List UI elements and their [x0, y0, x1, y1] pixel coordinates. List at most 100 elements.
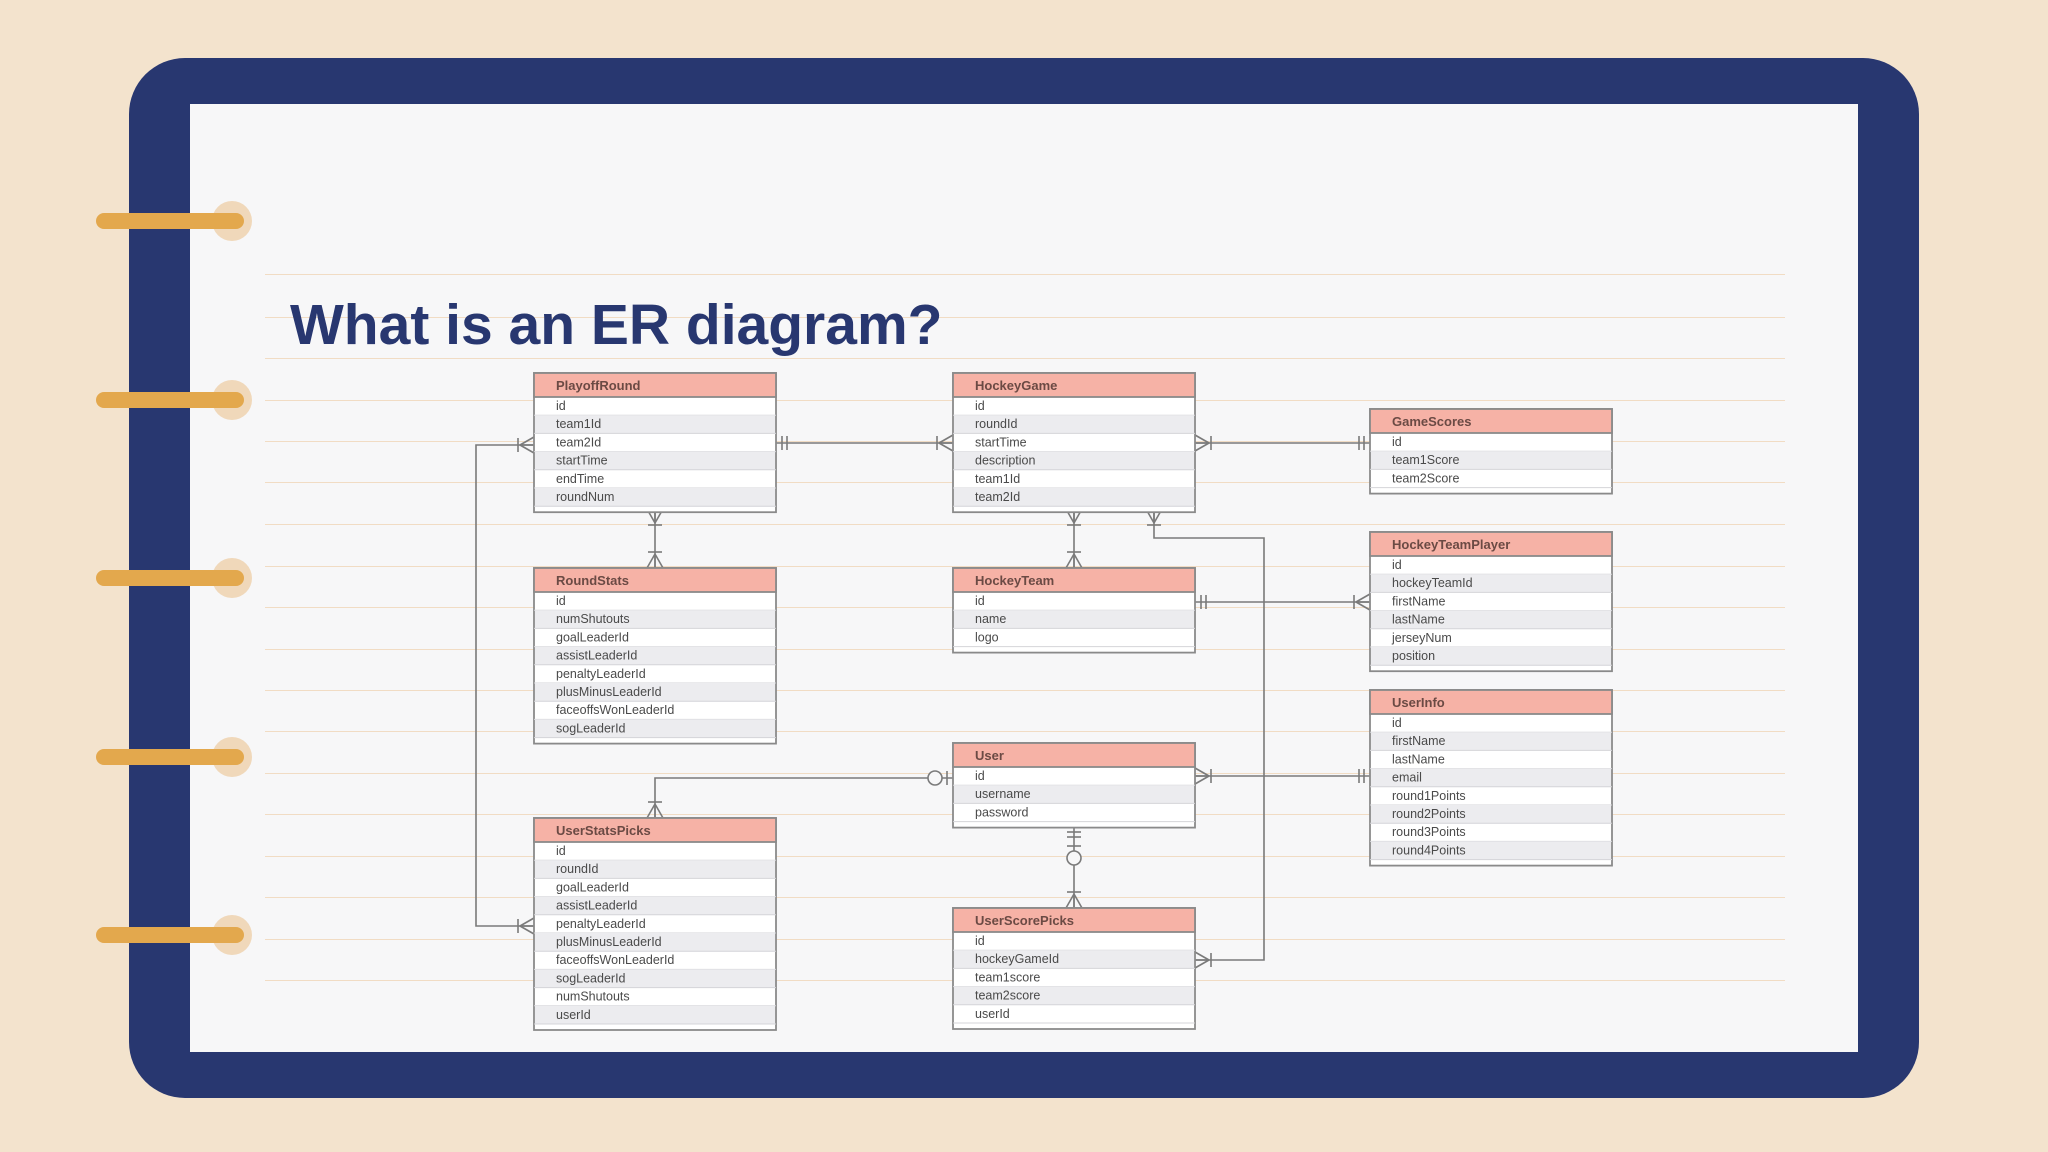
cardinality-mark	[646, 553, 656, 569]
field-row-stripe	[1371, 841, 1611, 860]
field-row-stripe	[535, 610, 775, 629]
ring-bar	[96, 570, 244, 586]
entity-field: id	[1392, 716, 1402, 730]
entity-field: lastName	[1392, 752, 1445, 766]
page-rule-line	[265, 731, 1785, 732]
entity-field: round2Points	[1392, 807, 1466, 821]
entity-field: hockeyGameId	[975, 952, 1059, 966]
field-row-stripe	[1371, 574, 1611, 593]
entity-field: id	[556, 399, 566, 413]
page-rule-line	[265, 358, 1785, 359]
entity-name: RoundStats	[556, 573, 629, 588]
cardinality-mark	[1073, 893, 1083, 909]
entity-field: team2Id	[556, 435, 601, 449]
cardinality-mark	[519, 444, 535, 454]
cardinality-mark	[938, 442, 954, 452]
entity-field: startTime	[556, 454, 608, 468]
entity-field: userId	[556, 1008, 591, 1022]
ring-bar	[96, 927, 244, 943]
page-rule-line	[265, 274, 1785, 275]
entity-field: roundId	[975, 417, 1017, 431]
cardinality-mark	[1194, 442, 1210, 452]
ring-bar	[96, 213, 244, 229]
cardinality-mark	[1194, 959, 1210, 969]
field-row-stripe	[954, 785, 1194, 804]
entity-field: round4Points	[1392, 843, 1466, 857]
entity-field: team1Id	[975, 472, 1020, 486]
entity-header	[1369, 408, 1613, 434]
field-row-stripe	[1371, 610, 1611, 629]
entity-field: id	[1392, 435, 1402, 449]
entity-playoffround: PlayoffRound id team1Id team2Id startTime end…	[533, 372, 777, 514]
entity-field: goalLeaderId	[556, 880, 629, 894]
entity-field: password	[975, 805, 1029, 819]
entity-header	[952, 907, 1196, 933]
entity-field: id	[556, 844, 566, 858]
ring-bar	[96, 749, 244, 765]
field-row-stripe	[954, 950, 1194, 969]
entity-field: sogLeaderId	[556, 721, 626, 735]
field-row-stripe	[1371, 768, 1611, 787]
entity-field: description	[975, 454, 1035, 468]
entity-field: lastName	[1392, 613, 1445, 627]
entity-field: plusMinusLeaderId	[556, 685, 662, 699]
entity-field: faceoffsWonLeaderId	[556, 953, 674, 967]
entity-field: plusMinusLeaderId	[556, 935, 662, 949]
entity-field: id	[975, 399, 985, 413]
cardinality-mark	[938, 434, 954, 444]
entity-name: User	[975, 748, 1004, 763]
entity-header	[533, 817, 777, 843]
field-row-stripe	[535, 933, 775, 952]
entity-field: team1Id	[556, 417, 601, 431]
entity-header	[533, 567, 777, 593]
field-row-stripe	[535, 488, 775, 507]
relationship-lines	[475, 434, 1371, 969]
entity-field: email	[1392, 771, 1422, 785]
field-row-stripe	[535, 969, 775, 988]
field-row-stripe	[535, 683, 775, 702]
field-row-stripe	[954, 488, 1194, 507]
entity-name: GameScores	[1392, 414, 1472, 429]
field-row-stripe	[1371, 732, 1611, 751]
entity-header	[952, 372, 1196, 398]
entity-field: team2score	[975, 989, 1040, 1003]
entity-field: sogLeaderId	[556, 971, 626, 985]
cardinality-mark	[519, 436, 535, 446]
entity-field: endTime	[556, 472, 604, 486]
entity-name: UserStatsPicks	[556, 823, 651, 838]
entity-field: numShutouts	[556, 612, 630, 626]
cardinality-mark	[1065, 893, 1075, 909]
cardinality-mark	[519, 925, 535, 935]
page-rule-line	[265, 566, 1785, 567]
entity-field: round1Points	[1392, 789, 1466, 803]
field-row-stripe	[954, 415, 1194, 434]
entity-field: id	[556, 594, 566, 608]
entity-field: id	[975, 769, 985, 783]
field-row-stripe	[1371, 647, 1611, 666]
relationship-line	[1153, 509, 1265, 961]
entity-userinfo: UserInfoidfirstNamelastNameemailround1Po…	[1369, 689, 1613, 867]
entity-field: team2Score	[1392, 471, 1459, 485]
entity-name: HockeyTeam	[975, 573, 1054, 588]
entity-field: penaltyLeaderId	[556, 667, 646, 681]
entity-hockeyteamplayer: HockeyTeamPlayer id hockeyTeamId firstName l…	[1369, 531, 1613, 673]
entity-userscorepicks: UserScorePicksidhockeyGameIdteam1scorete…	[952, 907, 1196, 1030]
relationship-line	[475, 444, 534, 927]
entity-field: firstName	[1392, 594, 1446, 608]
entity-field: assistLeaderId	[556, 649, 637, 663]
entity-field: assistLeaderId	[556, 899, 637, 913]
entity-field: id	[1392, 558, 1402, 572]
cardinality-mark	[1194, 434, 1210, 444]
field-row-stripe	[535, 415, 775, 434]
field-row-stripe	[1371, 451, 1611, 470]
entity-name: PlayoffRound	[556, 378, 641, 393]
field-row-stripe	[954, 451, 1194, 470]
cardinality-mark	[1355, 593, 1371, 603]
page-rule-line	[265, 856, 1785, 857]
entity-field: hockeyTeamId	[1392, 576, 1473, 590]
entity-field: team2Id	[975, 490, 1020, 504]
entity-name: HockeyTeamPlayer	[1392, 537, 1510, 552]
entity-roundstats: RoundStatsidnumShutoutsgoalLeaderIdassis…	[533, 567, 777, 745]
entity-field: logo	[975, 630, 999, 644]
